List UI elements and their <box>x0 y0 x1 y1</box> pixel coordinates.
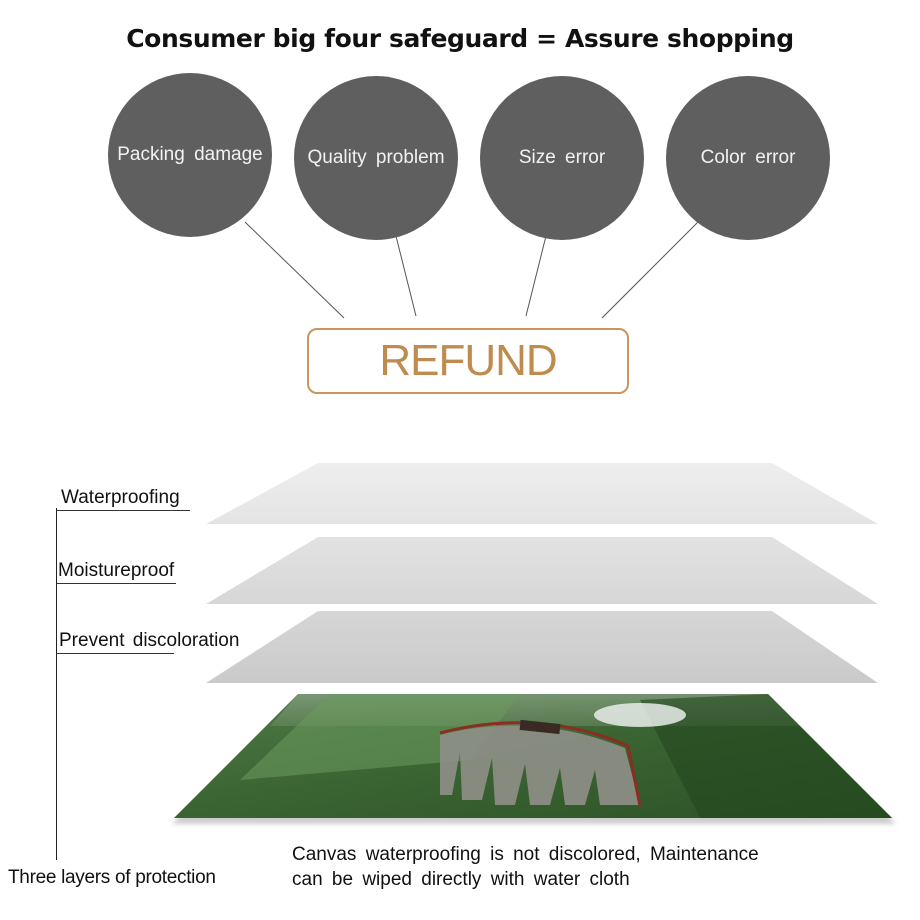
safeguard-label: Quality problem <box>307 147 445 168</box>
canvas-viaduct <box>440 725 640 805</box>
connector-line <box>395 235 417 317</box>
protection-label: Three layers of protection <box>8 867 216 888</box>
safeguard-label: Packing damage <box>117 144 263 165</box>
refund-box: REFUND <box>307 328 629 394</box>
safeguard-circle-packing-damage: Packing damage <box>108 73 272 237</box>
canvas-hill-dark <box>640 694 892 818</box>
canvas-print <box>174 694 892 818</box>
safeguard-circle-color-error: Color error <box>666 76 830 240</box>
layer-discoloration <box>206 611 878 683</box>
layer-moistureproof <box>206 537 878 604</box>
layers-bracket <box>56 508 57 860</box>
layer-label-underline <box>56 583 176 584</box>
canvas-steam <box>594 703 686 727</box>
layer-label-prevent-discoloration: Prevent discoloration <box>59 630 240 651</box>
page-title: Consumer big four safeguard = Assure sho… <box>126 24 794 53</box>
layer-label-waterproofing: Waterproofing <box>61 487 180 508</box>
caption-line-2: can be wiped directly with water cloth <box>292 869 630 890</box>
canvas-sky <box>270 694 800 726</box>
layer-label-underline <box>56 510 190 511</box>
canvas-shadow <box>172 698 896 824</box>
safeguard-circle-size-error: Size error <box>480 76 644 240</box>
layer-label-moistureproof: Moistureproof <box>58 560 175 581</box>
safeguard-label: Size error <box>518 147 606 168</box>
refund-label: REFUND <box>379 336 557 385</box>
canvas-rail <box>439 721 642 807</box>
layer-label-underline <box>56 653 174 654</box>
caption-line-1: Canvas waterproofing is not discolored, … <box>292 844 759 865</box>
connector-line <box>244 221 345 319</box>
safeguard-label: Color error <box>700 147 796 168</box>
canvas-caption: Canvas waterproofing is not discolored, … <box>292 842 759 892</box>
safeguard-circle-quality-problem: Quality problem <box>294 76 458 240</box>
layer-waterproofing <box>206 463 878 524</box>
canvas-hill-light <box>240 694 520 780</box>
canvas-train <box>519 719 561 735</box>
connector-line <box>525 235 547 317</box>
connector-line <box>601 221 699 319</box>
